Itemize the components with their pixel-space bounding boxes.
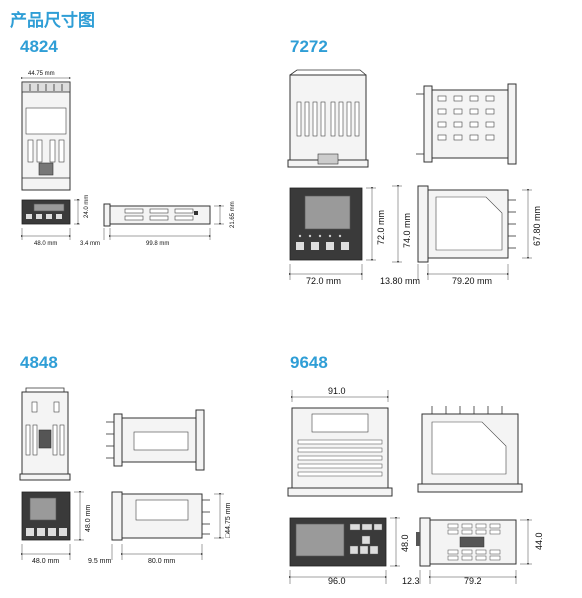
diagram-4824: 44.75 mm 24.0 mm 48.0 mm — [21, 71, 236, 247]
front-view-4848: 48.0 mm 48.0 mm — [21, 491, 92, 565]
dim-7272-body-depth: 79.20 mm — [452, 276, 492, 286]
model-label-4824: 4824 — [20, 37, 58, 56]
dim-9648-body-height: 44.0 — [534, 532, 544, 550]
dim-9648-bezel-depth: 12.3 — [402, 576, 420, 586]
dim-9648-top-width: 91.0 — [328, 386, 346, 396]
model-label-4848: 4848 — [20, 353, 58, 372]
dim-7272-bezel-depth: 13.80 mm — [380, 276, 420, 286]
diagram-4848: 48.0 mm 48.0 mm □44.75 mm 9.5 mm 80.0 mm — [19, 387, 232, 565]
dim-7272-front-height: 72.0 mm — [376, 210, 386, 245]
side-view-top-7272 — [416, 83, 517, 165]
dim-4848-front-width: 48.0 mm — [32, 558, 59, 565]
side-view-top-4848 — [106, 409, 205, 471]
dim-4824-panel-height: 21.65 mm — [230, 201, 236, 228]
dim-4824-front-width: 48.0 mm — [34, 241, 57, 247]
dim-4848-body-depth: 80.0 mm — [148, 558, 175, 565]
top-view-4824: 44.75 mm — [21, 71, 71, 191]
dim-4848-bezel-depth: 9.5 mm — [88, 558, 112, 565]
dim-4824-front-height: 24.0 mm — [84, 195, 90, 218]
top-view-4848 — [19, 387, 71, 481]
diagram-7272: 72.0 mm 72.0 mm 74.0 mm 67.80 mm 13.80 m… — [287, 69, 542, 286]
dim-7272-front-width: 72.0 mm — [306, 276, 341, 286]
dim-4848-front-height: 48.0 mm — [85, 505, 92, 532]
side-view-bottom-9648: 44.0 12.3 79.2 — [402, 517, 544, 586]
front-view-9648: 48.0 96.0 — [289, 517, 410, 586]
top-view-9648: 91.0 — [287, 386, 393, 497]
dim-4848-panel-size: □44.75 mm — [225, 502, 232, 538]
model-label-9648: 9648 — [290, 353, 328, 372]
dim-7272-panel-height: 67.80 mm — [532, 206, 542, 246]
dim-7272-body-height: 74.0 mm — [402, 213, 412, 248]
side-view-bottom-4848: □44.75 mm 9.5 mm 80.0 mm — [88, 491, 232, 565]
page-title: 产品尺寸图 — [10, 11, 95, 31]
front-view-4824: 24.0 mm 48.0 mm — [21, 195, 90, 247]
dim-9648-front-height: 48.0 — [400, 534, 410, 552]
model-label-7272: 7272 — [290, 37, 328, 56]
side-view-4824: 3.4 mm 99.8 mm 21.65 mm — [80, 201, 236, 247]
top-view-7272 — [287, 69, 369, 168]
dim-9648-body-depth: 79.2 — [464, 576, 482, 586]
front-view-7272: 72.0 mm 72.0 mm — [289, 187, 386, 286]
dim-4824-body-depth: 99.8 mm — [146, 241, 169, 247]
diagram-9648: 91.0 — [287, 386, 544, 586]
side-view-bottom-7272: 74.0 mm 67.80 mm 13.80 mm 79.20 mm — [380, 185, 542, 286]
side-view-top-9648 — [417, 406, 523, 493]
dim-4824-bezel-depth: 3.4 mm — [80, 241, 100, 247]
dim-9648-front-width: 96.0 — [328, 576, 346, 586]
dim-4824-top-width: 44.75 mm — [28, 71, 55, 77]
